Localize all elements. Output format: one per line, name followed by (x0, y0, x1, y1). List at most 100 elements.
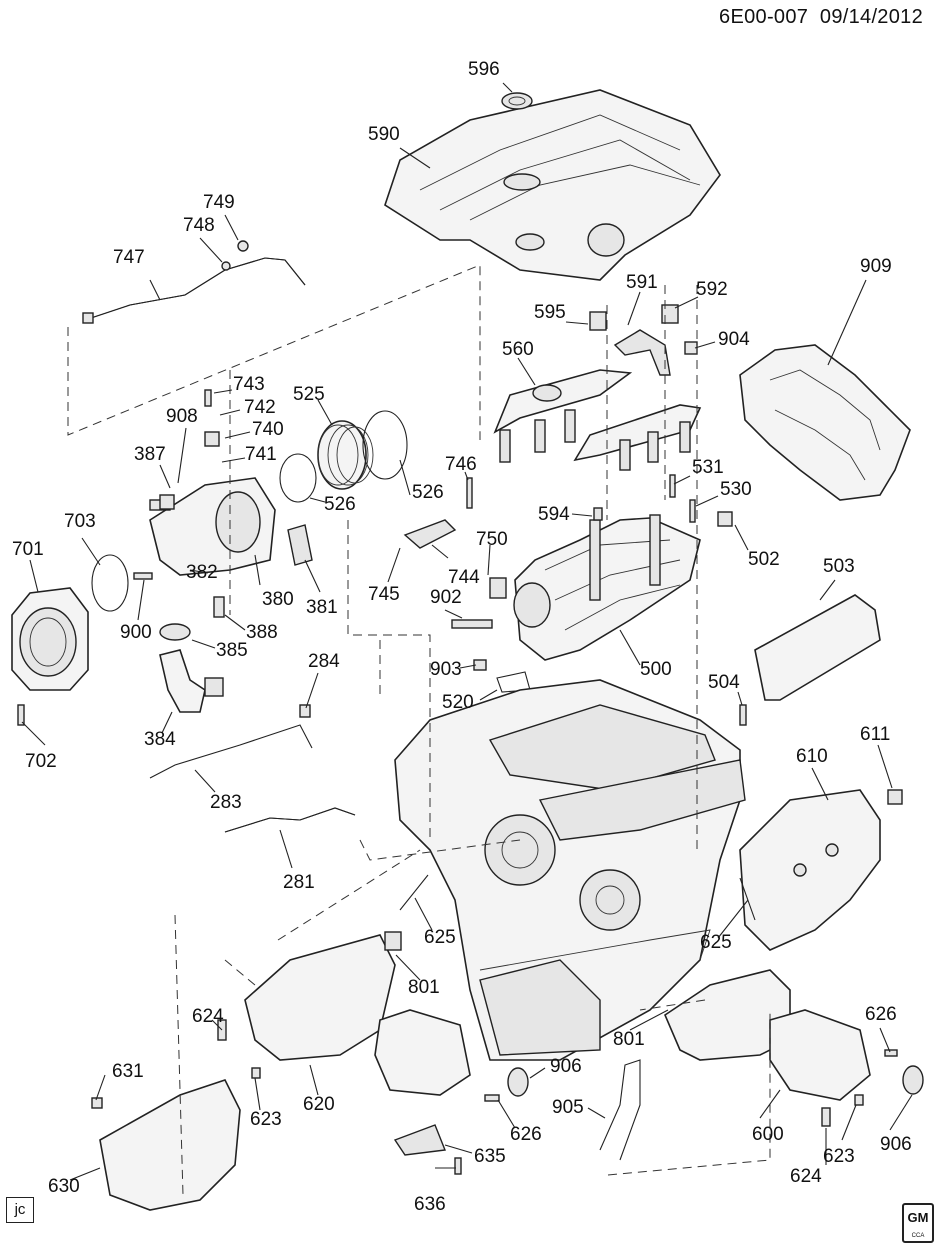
callout: 596 (468, 59, 500, 80)
callout: 630 (48, 1176, 80, 1197)
callout: 385 (216, 640, 248, 661)
gm-logo: GM CCA (902, 1203, 934, 1243)
callout: 801 (408, 977, 440, 998)
diagram-date: 09/14/2012 (819, 6, 923, 28)
bracket-381 (287, 524, 313, 566)
throttle-body (11, 587, 89, 691)
callout: 502 (748, 549, 780, 570)
intake-manifold (513, 514, 701, 661)
callout: 284 (308, 651, 340, 672)
callout: 740 (252, 419, 284, 440)
callout: 591 (626, 272, 658, 293)
callout: 531 (692, 457, 724, 478)
callout: 906 (880, 1134, 912, 1155)
bracket-744 (403, 519, 457, 549)
callout: 744 (448, 567, 480, 588)
callout: 594 (538, 504, 570, 525)
engine-block (394, 679, 746, 1061)
callout: 625 (700, 932, 732, 953)
callout: 525 (293, 384, 325, 405)
stud-625-right (399, 874, 429, 911)
seal-906-left (902, 1065, 924, 1095)
callout: 701 (12, 539, 44, 560)
bolt-902 (451, 619, 493, 629)
callout: 908 (166, 406, 198, 427)
callout: 620 (303, 1094, 335, 1115)
engine-cover (384, 89, 721, 281)
oxygen-sensor (599, 1059, 641, 1161)
callout: 743 (233, 374, 265, 395)
callout: 526 (412, 482, 444, 503)
callout: 902 (430, 587, 462, 608)
callout: 526 (324, 494, 356, 515)
callout: 623 (250, 1109, 282, 1130)
callout: 530 (720, 479, 752, 500)
callout: 703 (64, 511, 96, 532)
callout: 610 (796, 746, 828, 767)
throttle-gasket (91, 554, 129, 612)
oil-cap-seal (501, 92, 533, 110)
callout: 746 (445, 454, 477, 475)
callout: 742 (244, 397, 276, 418)
callout: 611 (860, 724, 890, 745)
diagram-header: 6E00-007 09/14/2012 (719, 6, 923, 29)
adapter-seal (279, 453, 317, 503)
pipe-281 (224, 807, 356, 833)
callout: 382 (186, 562, 218, 583)
callout: 380 (262, 589, 294, 610)
callout: 626 (865, 1004, 897, 1025)
exhaust-manifold-right (244, 934, 471, 1096)
callout: 624 (192, 1006, 224, 1027)
callout: 590 (368, 124, 400, 145)
callout: 626 (510, 1124, 542, 1145)
callout: 384 (144, 729, 176, 750)
pipe-283 (149, 724, 313, 779)
callout: 624 (790, 1166, 822, 1187)
callout: 748 (183, 215, 215, 236)
heat-shield-610 (739, 789, 881, 951)
callout: 623 (823, 1146, 855, 1167)
callout: 906 (550, 1056, 582, 1077)
diagram-id: 6E00-007 (719, 6, 809, 28)
callout: 592 (696, 279, 728, 300)
fuel-rail (493, 369, 702, 471)
callout: 741 (245, 444, 277, 465)
callout: 600 (752, 1124, 784, 1145)
clamp-526 (362, 410, 408, 480)
callout: 503 (823, 556, 855, 577)
callout: 595 (534, 302, 566, 323)
callout: 747 (113, 247, 145, 268)
callout: 801 (613, 1029, 645, 1050)
gm-logo-sub: CCA (911, 1233, 925, 1239)
bracket-635 (393, 1124, 446, 1156)
stud-625-left (739, 877, 756, 921)
callout: 500 (640, 659, 672, 680)
callout: 636 (414, 1194, 446, 1215)
heat-shield-630 (99, 1079, 241, 1211)
gm-logo-text: GM (907, 1210, 929, 1225)
acoustic-cover (739, 344, 911, 501)
callout: 625 (424, 927, 456, 948)
callout: 904 (718, 329, 750, 350)
seal-906-right (507, 1067, 529, 1097)
callout: 283 (210, 792, 242, 813)
callout: 903 (430, 659, 462, 680)
callout: 381 (306, 597, 338, 618)
callout: 750 (476, 529, 508, 550)
callout: 909 (860, 256, 892, 277)
air-inlet-duct (317, 420, 374, 490)
callout: 900 (120, 622, 152, 643)
callout: 281 (283, 872, 315, 893)
callout: 388 (246, 622, 278, 643)
callout: 504 (708, 672, 740, 693)
exhaust-manifold-left (664, 969, 871, 1101)
callout: 749 (203, 192, 235, 213)
callout: 905 (552, 1097, 584, 1118)
callout: 631 (112, 1061, 144, 1082)
callout: 387 (134, 444, 166, 465)
callout: 635 (474, 1146, 506, 1167)
callout: 560 (502, 339, 534, 360)
callout: 745 (368, 584, 400, 605)
